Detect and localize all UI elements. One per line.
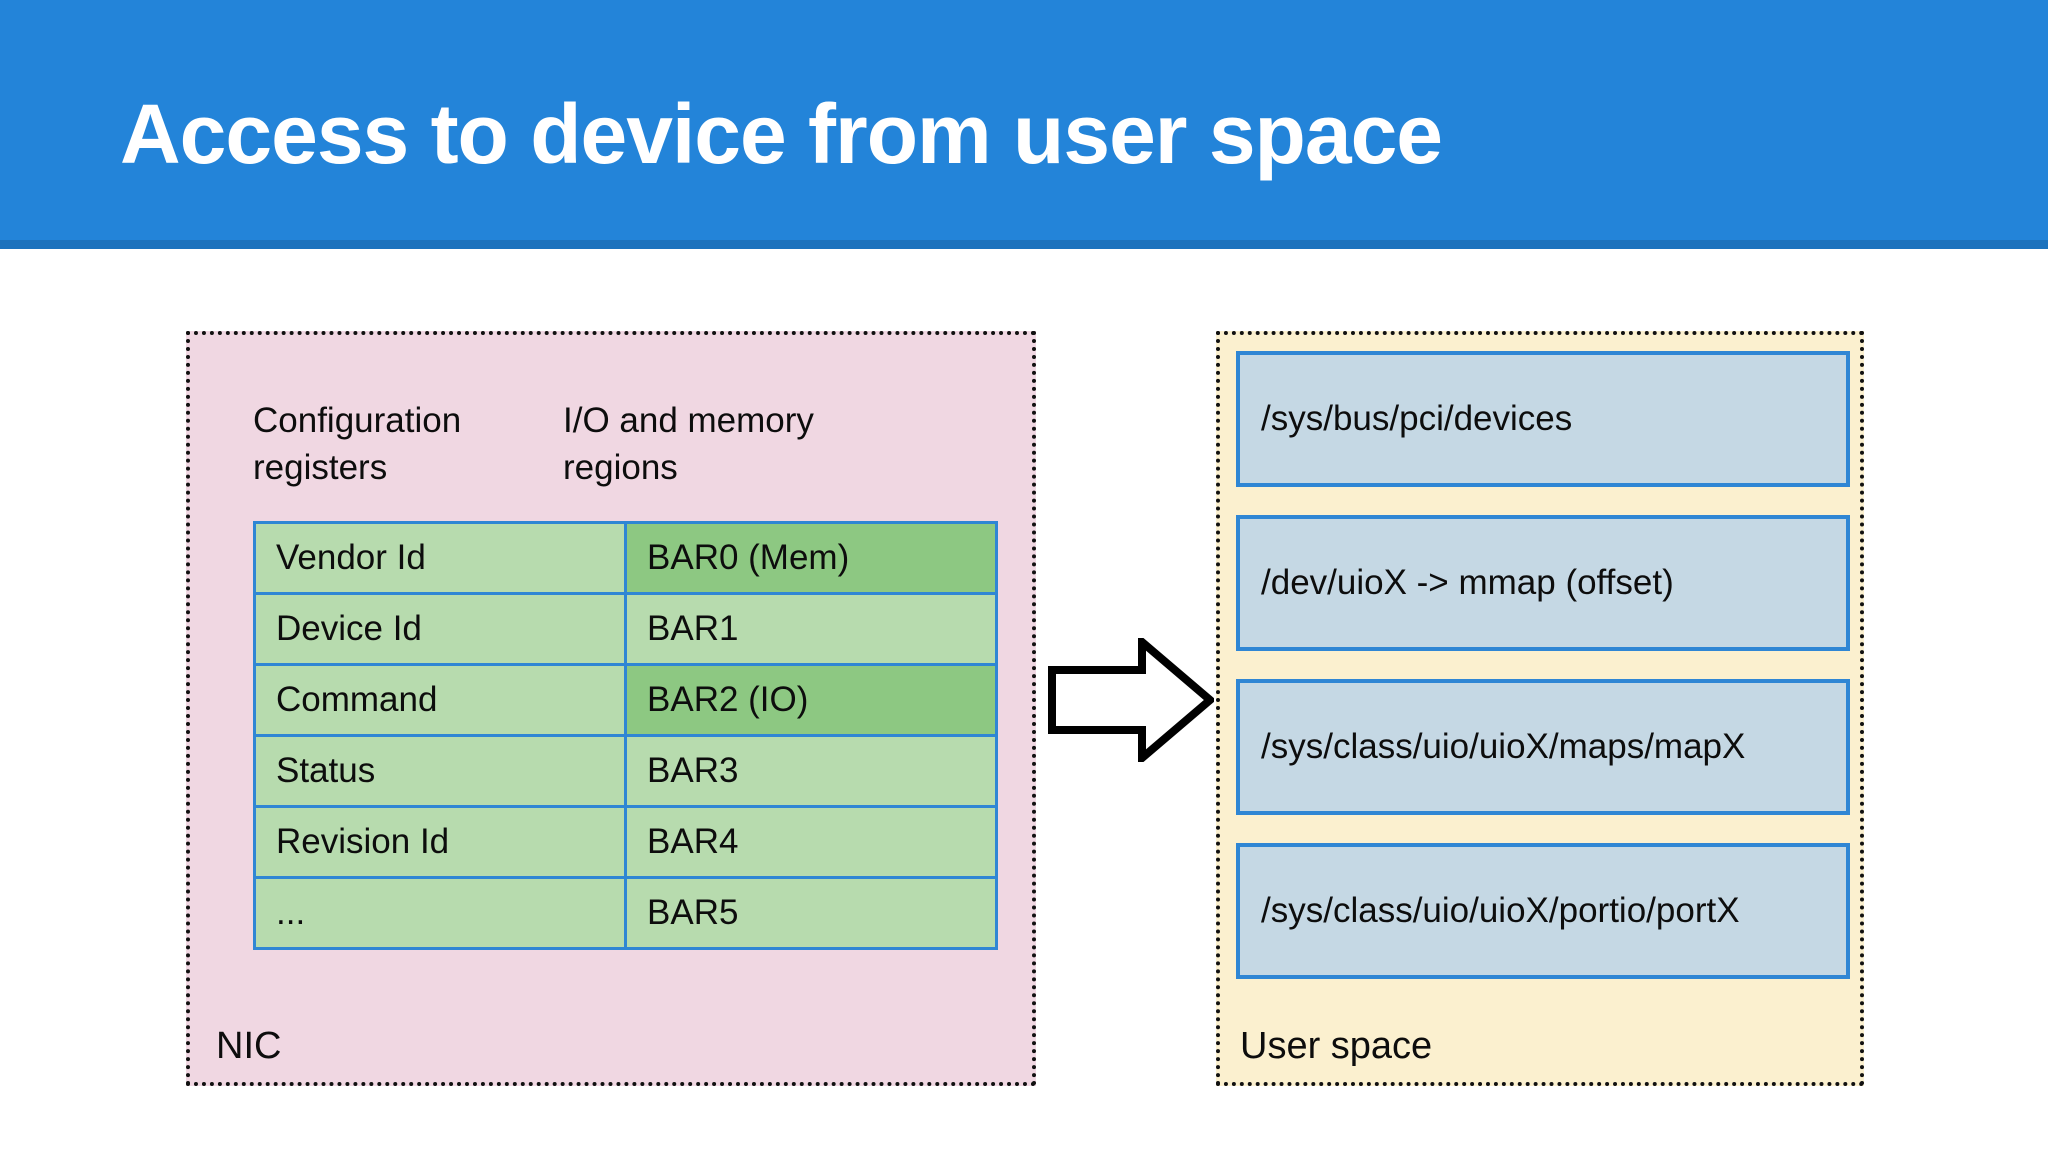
- path-box-sys-class-uio-portio: /sys/class/uio/uioX/portio/portX: [1236, 843, 1850, 979]
- bar-cell: BAR2 (IO): [624, 663, 998, 737]
- path-box-sys-bus-pci-devices: /sys/bus/pci/devices: [1236, 351, 1850, 487]
- register-cell: Vendor Id: [253, 521, 627, 595]
- register-cell: Command: [253, 663, 627, 737]
- header-underline-stripe: [0, 240, 2048, 249]
- register-cell: ...: [253, 876, 627, 950]
- register-table-body: Vendor Id BAR0 (Mem) Device Id BAR1 Comm…: [253, 521, 998, 950]
- page-title: Access to device from user space: [120, 87, 1443, 181]
- table-row: Revision Id BAR4: [253, 805, 998, 879]
- bar-cell: BAR5: [624, 876, 998, 950]
- register-cell: Revision Id: [253, 805, 627, 879]
- bar-cell: BAR3: [624, 734, 998, 808]
- nic-panel-label: NIC: [216, 1025, 282, 1067]
- register-cell: Status: [253, 734, 627, 808]
- bar-cell: BAR0 (Mem): [624, 521, 998, 595]
- table-row: Command BAR2 (IO): [253, 663, 998, 737]
- register-cell: Device Id: [253, 592, 627, 666]
- header-banner: [0, 0, 2048, 247]
- table-row: ... BAR5: [253, 876, 998, 950]
- column-heading-io-and-memory-regions: I/O and memory regions: [563, 401, 814, 487]
- userspace-panel: /sys/bus/pci/devices /dev/uioX -> mmap (…: [1216, 331, 1864, 1086]
- column-heading-configuration-registers: Configuration registers: [253, 401, 462, 487]
- table-row: Status BAR3: [253, 734, 998, 808]
- register-table: Vendor Id BAR0 (Mem) Device Id BAR1 Comm…: [253, 521, 998, 950]
- table-row: Device Id BAR1: [253, 592, 998, 666]
- block-arrow-right-icon: [1048, 638, 1214, 762]
- path-box-sys-class-uio-maps: /sys/class/uio/uioX/maps/mapX: [1236, 679, 1850, 815]
- bar-cell: BAR4: [624, 805, 998, 879]
- table-row: Vendor Id BAR0 (Mem): [253, 521, 998, 595]
- userspace-panel-label: User space: [1240, 1025, 1433, 1067]
- nic-panel: Configuration registers I/O and memory r…: [186, 331, 1036, 1086]
- bar-cell: BAR1: [624, 592, 998, 666]
- path-box-dev-uiox-mmap: /dev/uioX -> mmap (offset): [1236, 515, 1850, 651]
